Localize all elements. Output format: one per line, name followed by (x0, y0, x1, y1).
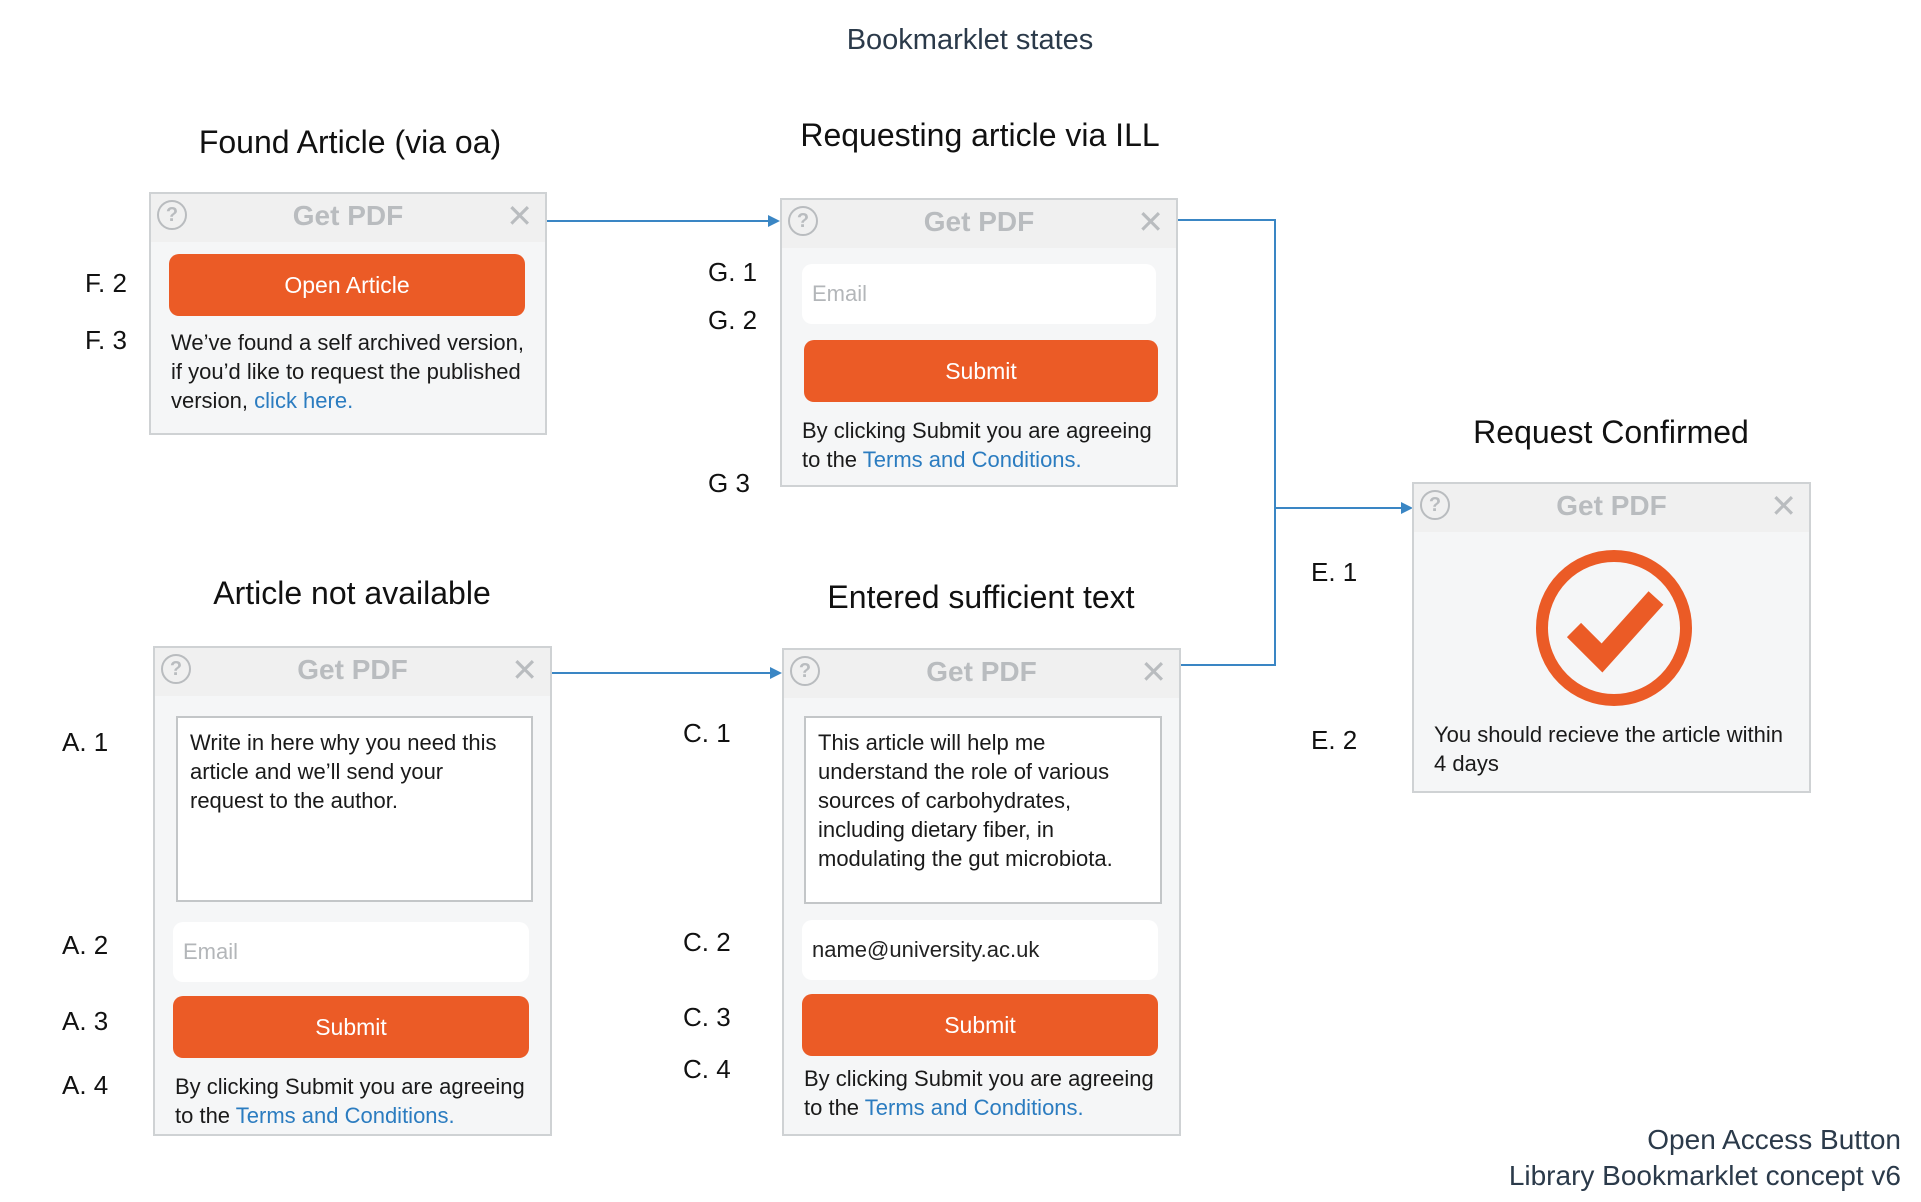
panel-header: ? Get PDF ✕ (784, 650, 1179, 698)
label-c4: C. 4 (683, 1054, 731, 1084)
found-message: We’ve found a self archived version, if … (171, 328, 531, 415)
panel-title: Get PDF (923, 206, 1035, 237)
ill-state-title: Requesting article via ILL (800, 117, 1160, 153)
terms-link[interactable]: Terms and Conditions. (864, 1095, 1084, 1120)
confirmed-state-title: Request Confirmed (1473, 414, 1749, 450)
ill-panel: ? Get PDF ✕ Email Submit By clicking Sub… (780, 198, 1178, 487)
close-icon[interactable]: ✕ (511, 652, 538, 688)
help-icon[interactable]: ? (157, 200, 187, 230)
submit-button[interactable]: Submit (173, 996, 529, 1058)
notavail-panel: ? Get PDF ✕ Write in here why you need t… (153, 646, 552, 1136)
reason-textarea[interactable]: Write in here why you need this article … (176, 716, 533, 902)
label-a2: A. 2 (62, 930, 109, 960)
label-g3: G 3 (708, 468, 750, 498)
click-here-link[interactable]: click here. (254, 388, 354, 413)
footer: Open Access Button Library Bookmarklet c… (1509, 1122, 1901, 1194)
label-g2: G. 2 (708, 305, 758, 335)
close-icon[interactable]: ✕ (1137, 204, 1164, 240)
panel-header: ? Get PDF ✕ (155, 648, 550, 696)
found-message-text: We’ve found a self archived version, if … (171, 330, 524, 413)
label-e1: E. 1 (1311, 557, 1358, 587)
help-icon[interactable]: ? (161, 654, 191, 684)
terms-link[interactable]: Terms and Conditions. (235, 1103, 455, 1128)
confirmed-panel: ? Get PDF ✕ You should recieve the artic… (1412, 482, 1811, 793)
email-field[interactable]: name@university.ac.uk (802, 920, 1158, 980)
submit-button[interactable]: Submit (802, 994, 1158, 1056)
entered-state-title: Entered sufficient text (827, 579, 1135, 615)
terms-prefix: By clicking Submit you are agreeing to t… (802, 418, 1152, 472)
label-a4: A. 4 (62, 1070, 109, 1100)
panel-header: ? Get PDF ✕ (151, 194, 545, 242)
open-article-button[interactable]: Open Article (169, 254, 525, 316)
terms-prefix: By clicking Submit you are agreeing to t… (804, 1066, 1154, 1120)
email-field[interactable]: Email (173, 922, 529, 982)
panel-title: Get PDF (292, 200, 404, 231)
close-icon[interactable]: ✕ (1770, 488, 1797, 524)
panel-title: Get PDF (1556, 490, 1667, 521)
terms-link[interactable]: Terms and Conditions. (862, 447, 1082, 472)
submit-button[interactable]: Submit (804, 340, 1158, 402)
help-icon[interactable]: ? (790, 656, 820, 686)
label-c2: C. 2 (683, 927, 731, 957)
label-c3: C. 3 (683, 1002, 731, 1032)
help-icon[interactable]: ? (1420, 490, 1450, 520)
reason-textarea[interactable]: This article will help me understand the… (804, 716, 1162, 904)
panel-header: ? Get PDF ✕ (1414, 484, 1809, 532)
terms-note: By clicking Submit you are agreeing to t… (804, 1064, 1164, 1122)
footer-line-1: Open Access Button (1647, 1124, 1901, 1155)
help-icon[interactable]: ? (788, 206, 818, 236)
panel-title: Get PDF (926, 656, 1037, 687)
label-a3: A. 3 (62, 1006, 109, 1036)
close-icon[interactable]: ✕ (1140, 654, 1167, 690)
label-a1: A. 1 (62, 727, 109, 757)
found-state-title: Found Article (via oa) (198, 124, 502, 160)
terms-note: By clicking Submit you are agreeing to t… (175, 1072, 535, 1130)
checkmark-circle-icon (1536, 550, 1692, 706)
terms-prefix: By clicking Submit you are agreeing to t… (175, 1074, 525, 1128)
label-f3: F. 3 (85, 325, 127, 355)
panel-header: ? Get PDF ✕ (782, 200, 1176, 248)
entered-panel: ? Get PDF ✕ This article will help me un… (782, 648, 1181, 1136)
found-panel: ? Get PDF ✕ Open Article We’ve found a s… (149, 192, 547, 435)
panel-title: Get PDF (297, 654, 408, 685)
notavail-state-title: Article not available (213, 575, 491, 611)
label-f2: F. 2 (85, 268, 127, 298)
label-c1: C. 1 (683, 718, 731, 748)
label-g1: G. 1 (708, 257, 758, 287)
page-title: Bookmarklet states (846, 24, 1094, 56)
footer-line-2: Library Bookmarklet concept v6 (1508, 1160, 1901, 1191)
label-e2: E. 2 (1311, 725, 1358, 755)
confirmed-message: You should recieve the article within 4 … (1434, 722, 1783, 776)
email-field[interactable]: Email (802, 264, 1156, 324)
arrow-ill-to-confirmed (1178, 219, 1276, 666)
terms-note: By clicking Submit you are agreeing to t… (802, 416, 1162, 474)
close-icon[interactable]: ✕ (506, 198, 533, 234)
